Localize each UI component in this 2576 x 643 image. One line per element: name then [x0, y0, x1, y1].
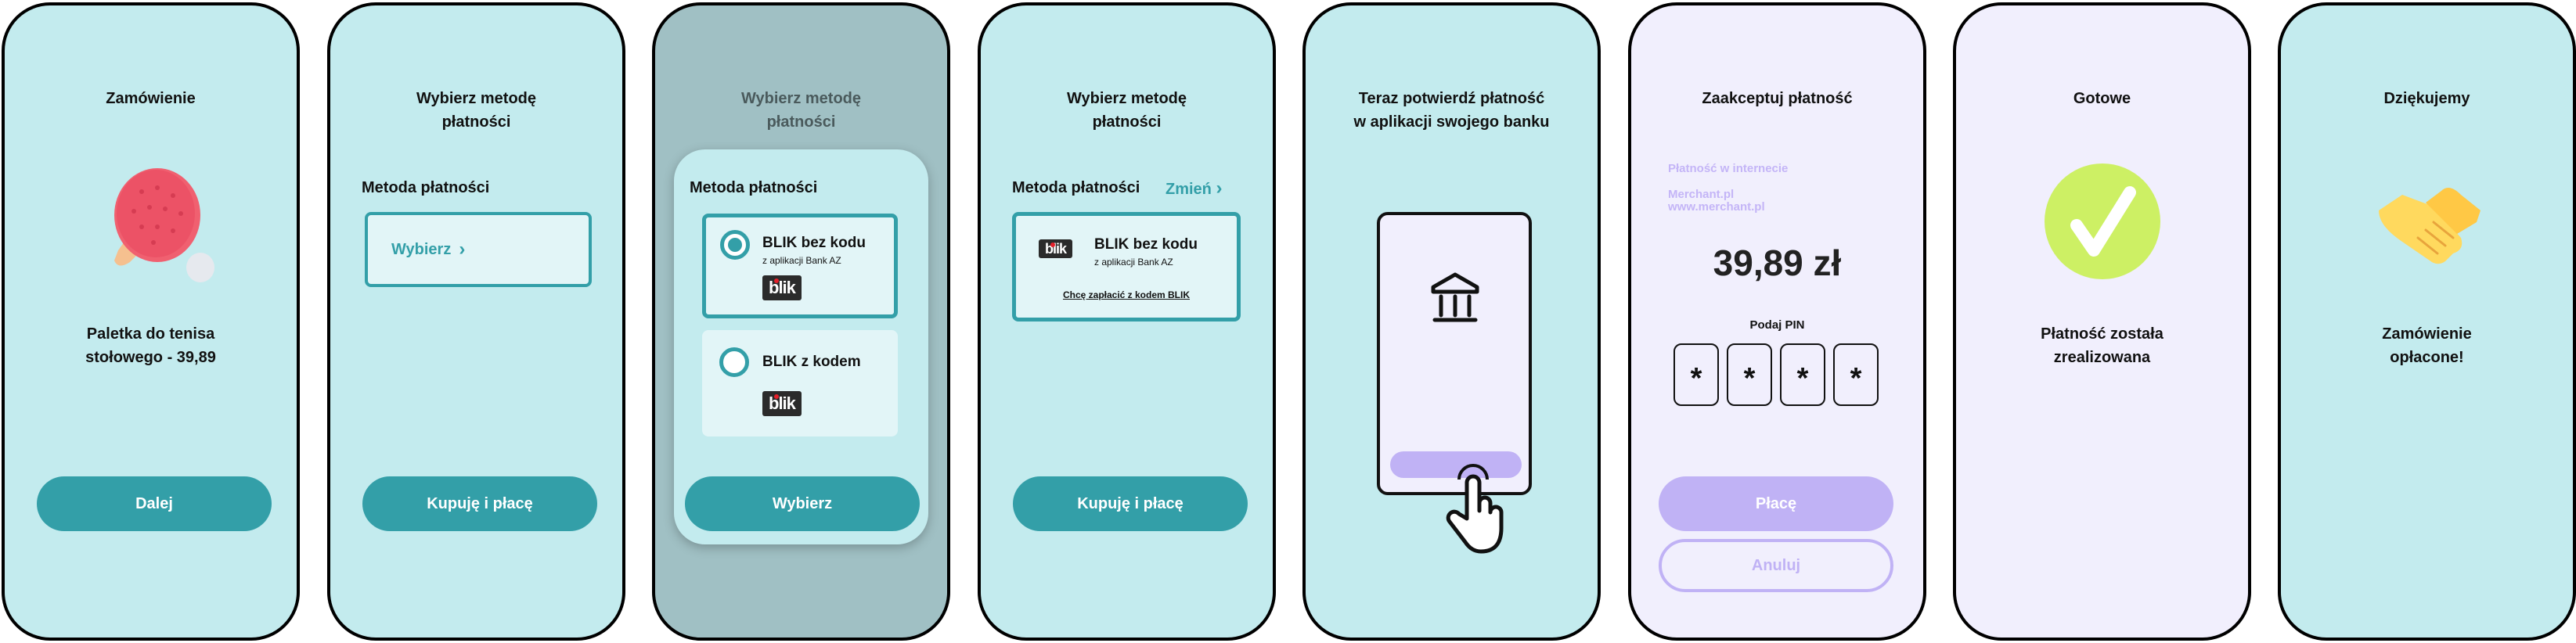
cancel-button[interactable]: Anuluj: [1659, 539, 1893, 592]
screen-order: Zamówienie Paletka do tenisa stołowego -…: [2, 2, 300, 641]
option-blik-code[interactable]: BLIK z kodem blik: [702, 330, 898, 436]
screen-title: Zaakceptuj płatność: [1702, 90, 1853, 107]
option-name: BLIK z kodem: [762, 354, 861, 370]
blik-logo: blik: [762, 275, 802, 300]
screen-method-chosen: Wybierz metodę płatności Metoda płatnośc…: [978, 2, 1276, 641]
screen-title-line2: płatności: [766, 113, 836, 131]
method-select-box[interactable]: Wybierz ›: [365, 212, 592, 287]
tap-hand-icon: [1446, 464, 1504, 554]
screen-done: Gotowe Płatność została zrealizowana: [1953, 2, 2251, 641]
phone-mockup: [1377, 212, 1532, 495]
payment-info: Płatność w internecie: [1668, 162, 1789, 175]
pin-label: Podaj PIN: [1749, 318, 1805, 332]
amount: 39,89 zł: [1713, 242, 1842, 283]
select-label: Wybierz: [391, 240, 452, 258]
confirm-bar[interactable]: [1390, 451, 1522, 478]
method-card: blik BLIK bez kodu z aplikacji Bank AZ C…: [1012, 212, 1241, 322]
radio-unselected[interactable]: [719, 347, 749, 377]
screen-accept-payment: Zaakceptuj płatność Płatność w interneci…: [1628, 2, 1926, 641]
success-message-line2: zrealizowana: [2053, 349, 2151, 366]
pay-button[interactable]: Płacę: [1659, 476, 1893, 531]
screen-title: Zamówienie: [106, 90, 196, 107]
screen-method-modal: Wybierz metodę płatności Metoda płatnośc…: [652, 2, 950, 641]
screen-title-line1: Wybierz metodę: [416, 90, 536, 107]
product-name-line1: Paletka do tenisa: [86, 325, 215, 343]
blik-logo: blik: [1039, 239, 1073, 258]
screen-title-line2: płatności: [1092, 113, 1162, 131]
method-label: Metoda płatności: [1012, 179, 1140, 196]
method-label: Metoda płatności: [362, 179, 490, 196]
choose-button[interactable]: Wybierz: [685, 476, 920, 531]
method-sub: z aplikacji Bank AZ: [1094, 257, 1173, 268]
screen-confirm-in-bank: Teraz potwierdź płatność w aplikacji swo…: [1302, 2, 1601, 641]
merchant-name: Merchant.pl: [1668, 188, 1735, 201]
option-sub: z aplikacji Bank AZ: [762, 255, 841, 266]
radio-selected[interactable]: [720, 230, 750, 260]
screen-title-line1: Wybierz metodę: [741, 90, 861, 107]
pin-digit[interactable]: *: [1833, 343, 1879, 406]
method-modal: Metoda płatności BLIK bez kodu z aplikac…: [674, 149, 928, 544]
screen-choose-method: Wybierz metodę płatności Metoda płatnośc…: [327, 2, 625, 641]
pin-digit[interactable]: *: [1780, 343, 1825, 406]
screen-title: Dziękujemy: [2383, 90, 2470, 107]
pin-digit[interactable]: *: [1673, 343, 1719, 406]
change-link[interactable]: Zmień ›: [1166, 178, 1222, 199]
buy-and-pay-button[interactable]: Kupuję i płacę: [1013, 476, 1248, 531]
chevron-right-icon: ›: [459, 239, 466, 260]
screen-title-line1: Wybierz metodę: [1067, 90, 1187, 107]
option-blik-no-code[interactable]: BLIK bez kodu z aplikacji Bank AZ blik: [702, 214, 898, 318]
screen-thanks: Dziękujemy Zamówienie opłacone!: [2278, 2, 2576, 641]
chevron-right-icon: ›: [1216, 178, 1223, 199]
check-icon: [2045, 163, 2160, 279]
method-label: Metoda płatności: [690, 179, 818, 196]
thanks-message-line1: Zamówienie: [2382, 325, 2472, 343]
screen-title-line2: w aplikacji swojego banku: [1353, 113, 1550, 131]
bank-icon: [1431, 272, 1479, 322]
option-name: BLIK bez kodu: [762, 235, 866, 251]
ping-pong-paddle-icon: [114, 168, 214, 282]
next-button[interactable]: Dalej: [37, 476, 272, 531]
screen-title-line2: płatności: [441, 113, 511, 131]
screen-title-line1: Teraz potwierdź płatność: [1358, 90, 1545, 107]
thanks-message-line2: opłacone!: [2390, 349, 2464, 366]
success-message-line1: Płatność została: [2041, 325, 2163, 343]
method-name: BLIK bez kodu: [1094, 236, 1198, 253]
buy-and-pay-button[interactable]: Kupuję i płacę: [362, 476, 597, 531]
merchant-url: www.merchant.pl: [1668, 200, 1765, 214]
pay-with-code-link[interactable]: Chcę zapłacić z kodem BLIK: [1062, 289, 1191, 300]
product-name-line2: stołowego - 39,89: [85, 349, 216, 366]
change-label: Zmień: [1166, 181, 1212, 198]
pin-digit[interactable]: *: [1727, 343, 1772, 406]
screen-title: Gotowe: [2073, 90, 2131, 107]
blik-logo: blik: [762, 391, 802, 416]
handshake-icon: [2379, 188, 2481, 264]
